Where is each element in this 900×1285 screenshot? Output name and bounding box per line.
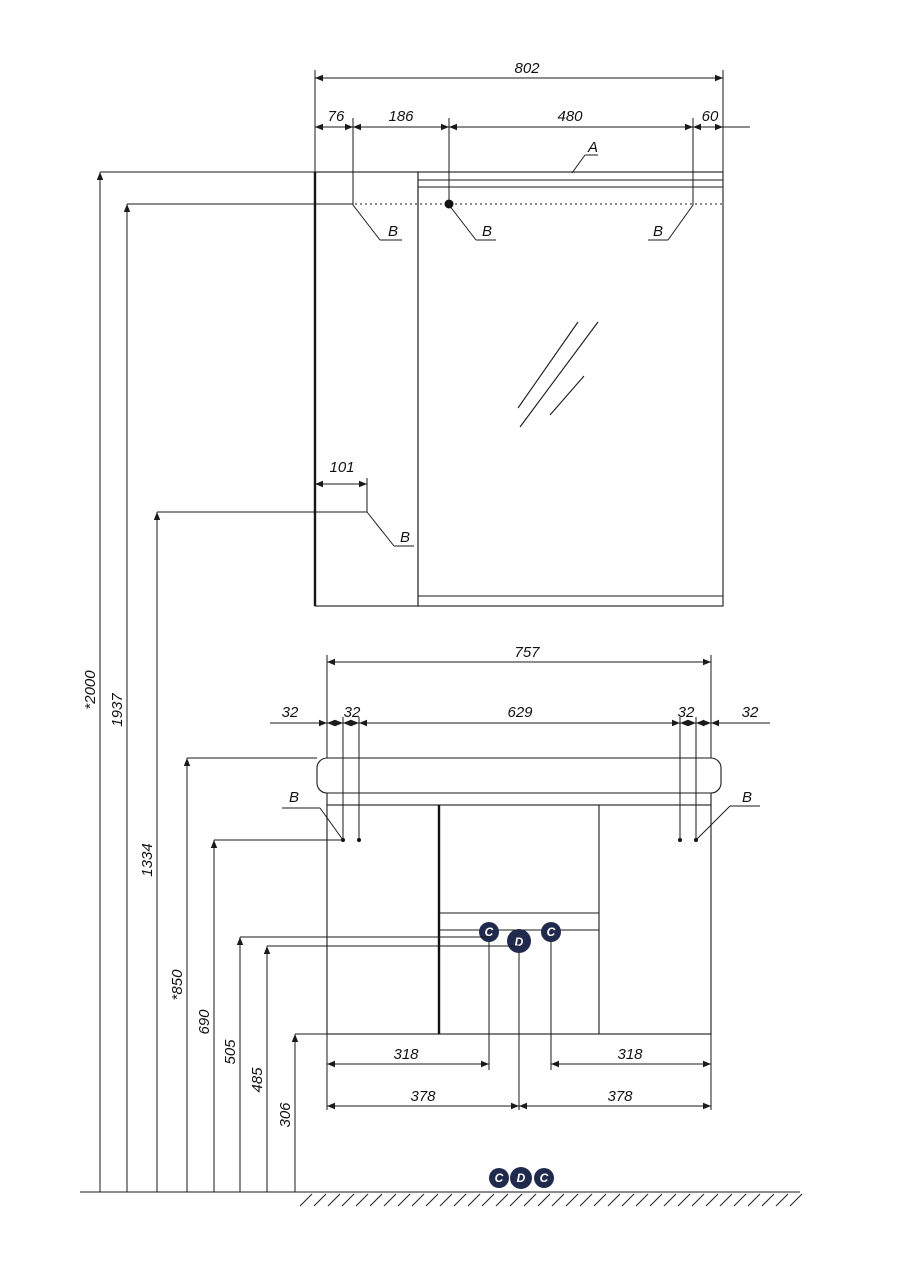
connection-markers: C D C C D C: [479, 922, 561, 1189]
marker-c-label: C: [495, 1171, 504, 1185]
floor-hatch-mark: [691, 1193, 705, 1207]
floor-hatch-mark: [327, 1193, 341, 1207]
dim-label-318: 318: [393, 1046, 419, 1063]
floor-hatch-mark: [495, 1193, 509, 1207]
floor-hatch-mark: [607, 1193, 621, 1207]
floor-hatch-mark: [313, 1193, 327, 1207]
mirror-reflection-mark: [517, 321, 579, 409]
marker-c-label: C: [540, 1171, 549, 1185]
floor-hatch-mark: [523, 1193, 537, 1207]
height-dimensions: *2000 1937 1334 *850 690 505 485 306: [82, 171, 519, 1192]
dim-label-101: 101: [329, 459, 354, 476]
floor-hatch-mark: [453, 1193, 467, 1207]
floor-hatch-mark: [775, 1193, 789, 1207]
dim-label-802: 802: [514, 60, 540, 77]
marker-d-label: D: [515, 935, 524, 949]
floor-hatch-mark: [439, 1193, 453, 1207]
floor-hatch-mark: [425, 1193, 439, 1207]
floor-hatch-mark: [635, 1193, 649, 1207]
floor: [80, 1191, 803, 1207]
dim-label-757: 757: [514, 644, 540, 661]
mirror-dimensions: 802 76 186 480 60 A B B B 101 B: [314, 60, 750, 547]
height-label-1334: 1334: [139, 843, 156, 876]
floor-hatch-mark: [621, 1193, 635, 1207]
dim-label-32: 32: [742, 704, 759, 721]
floor-hatch-mark: [467, 1193, 481, 1207]
marker-c-circle: [541, 922, 561, 942]
floor-hatch-mark: [705, 1193, 719, 1207]
floor-hatch-mark: [537, 1193, 551, 1207]
height-label-485: 485: [249, 1067, 266, 1093]
callout-B: B: [482, 223, 492, 240]
floor-hatch-mark: [719, 1193, 733, 1207]
floor-hatch-mark: [341, 1193, 355, 1207]
floor-hatch-mark: [593, 1193, 607, 1207]
mirror-cabinet: [313, 171, 724, 607]
vanity-dimensions: 757 32 32 629 32 32 B B: [270, 644, 770, 1110]
dim-label-32: 32: [344, 704, 361, 721]
height-label-1937: 1937: [109, 693, 126, 727]
marker-c-label: C: [547, 925, 556, 939]
floor-hatch-mark: [663, 1193, 677, 1207]
marker-d-label: D: [517, 1171, 526, 1185]
callout-B: B: [289, 789, 299, 806]
height-label-690: 690: [196, 1009, 213, 1035]
callout-B: B: [653, 223, 663, 240]
dim-label-378: 378: [607, 1088, 633, 1105]
dim-label-378: 378: [410, 1088, 436, 1105]
dim-label-318: 318: [617, 1046, 643, 1063]
floor-hatch-mark: [565, 1193, 579, 1207]
floor-hatch-mark: [551, 1193, 565, 1207]
height-label-306: 306: [277, 1102, 294, 1128]
height-label-505: 505: [222, 1039, 239, 1065]
floor-hatch: [299, 1193, 803, 1207]
mirror-reflection-mark: [519, 321, 599, 428]
floor-hatch-mark: [509, 1193, 523, 1207]
floor-hatch-mark: [677, 1193, 691, 1207]
washbasin: [316, 757, 722, 794]
marker-d-circle: [507, 929, 531, 953]
callout-B: B: [388, 223, 398, 240]
floor-hatch-mark: [761, 1193, 775, 1207]
dim-label-629: 629: [507, 704, 533, 721]
floor-hatch-mark: [733, 1193, 747, 1207]
callout-A: A: [587, 139, 598, 156]
height-label-850: *850: [169, 969, 186, 1001]
floor-hatch-mark: [789, 1193, 803, 1207]
floor-hatch-mark: [397, 1193, 411, 1207]
marker-c-circle: [534, 1168, 554, 1188]
marker-c-label: C: [485, 925, 494, 939]
floor-hatch-mark: [299, 1193, 313, 1207]
floor-hatch-mark: [411, 1193, 425, 1207]
dim-label-480: 480: [557, 108, 583, 125]
floor-hatch-mark: [383, 1193, 397, 1207]
callout-B: B: [742, 789, 752, 806]
floor-hatch-mark: [355, 1193, 369, 1207]
dim-label-186: 186: [388, 108, 414, 125]
floor-hatch-mark: [579, 1193, 593, 1207]
mirror-reflection-mark: [549, 375, 585, 416]
mirror-panel: [417, 171, 724, 607]
floor-hatch-mark: [369, 1193, 383, 1207]
callout-B: B: [400, 529, 410, 546]
marker-c-circle: [489, 1168, 509, 1188]
dim-label-32: 32: [282, 704, 299, 721]
dim-label-76: 76: [328, 108, 345, 125]
marker-d-circle: [510, 1167, 532, 1189]
floor-hatch-mark: [481, 1193, 495, 1207]
dim-label-60: 60: [702, 108, 719, 125]
floor-hatch-mark: [649, 1193, 663, 1207]
floor-hatch-mark: [747, 1193, 761, 1207]
height-label-2000: *2000: [82, 670, 99, 710]
dim-label-32: 32: [678, 704, 695, 721]
